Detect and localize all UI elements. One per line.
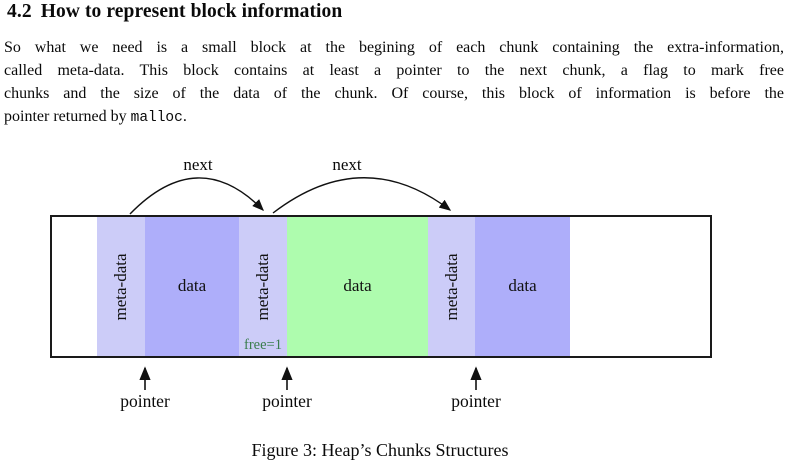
chunk1-metadata-band: meta-data [97,217,145,356]
paragraph-line: So what we need is a small block at the … [4,39,784,56]
metadata-label: meta-data [441,252,461,321]
paragraph-line: pointer returned by malloc. [4,105,784,130]
next-label-1: next [183,155,213,174]
paragraph-line: chunks and the size of the data of the c… [4,85,784,102]
chunk3-data-band: data [475,217,570,356]
section-number: 4.2 [7,1,32,22]
figure-caption: Figure 3: Heap’s Chunks Structures [251,440,509,460]
metadata-label: meta-data [111,252,130,321]
section-title: How to represent block information [40,1,343,22]
malloc-code-word: malloc [130,110,183,126]
chunk2-metadata-band: meta-data free=1 [239,217,287,356]
free-flag-label: free=1 [244,337,282,353]
data-label: data [508,275,537,295]
body-paragraph: So what we need is a small block at the … [4,36,784,130]
next-label-2: next [332,155,362,174]
heap-memory-box: meta-data data meta-data free=1 data met… [50,215,712,358]
last-line-text: pointer returned by [4,108,131,125]
data-label: data [177,275,207,295]
chunk1-data-band: data [145,217,239,356]
chunk3-metadata-band: meta-data [428,217,475,356]
next-arrow-1 [129,177,264,215]
chunk2-data-band-free: data [287,217,428,356]
next-arrow-2 [272,177,452,214]
pointer-label-3: pointer [451,391,501,411]
last-line-period: . [182,108,187,125]
section-heading: 4.2 How to represent block information [7,1,342,23]
data-label: data [343,275,372,295]
metadata-label: meta-data [253,252,272,321]
paragraph-line: called meta-data. This block contains at… [4,62,784,79]
pointer-label-2: pointer [262,391,312,411]
pointer-label-1: pointer [120,391,170,411]
